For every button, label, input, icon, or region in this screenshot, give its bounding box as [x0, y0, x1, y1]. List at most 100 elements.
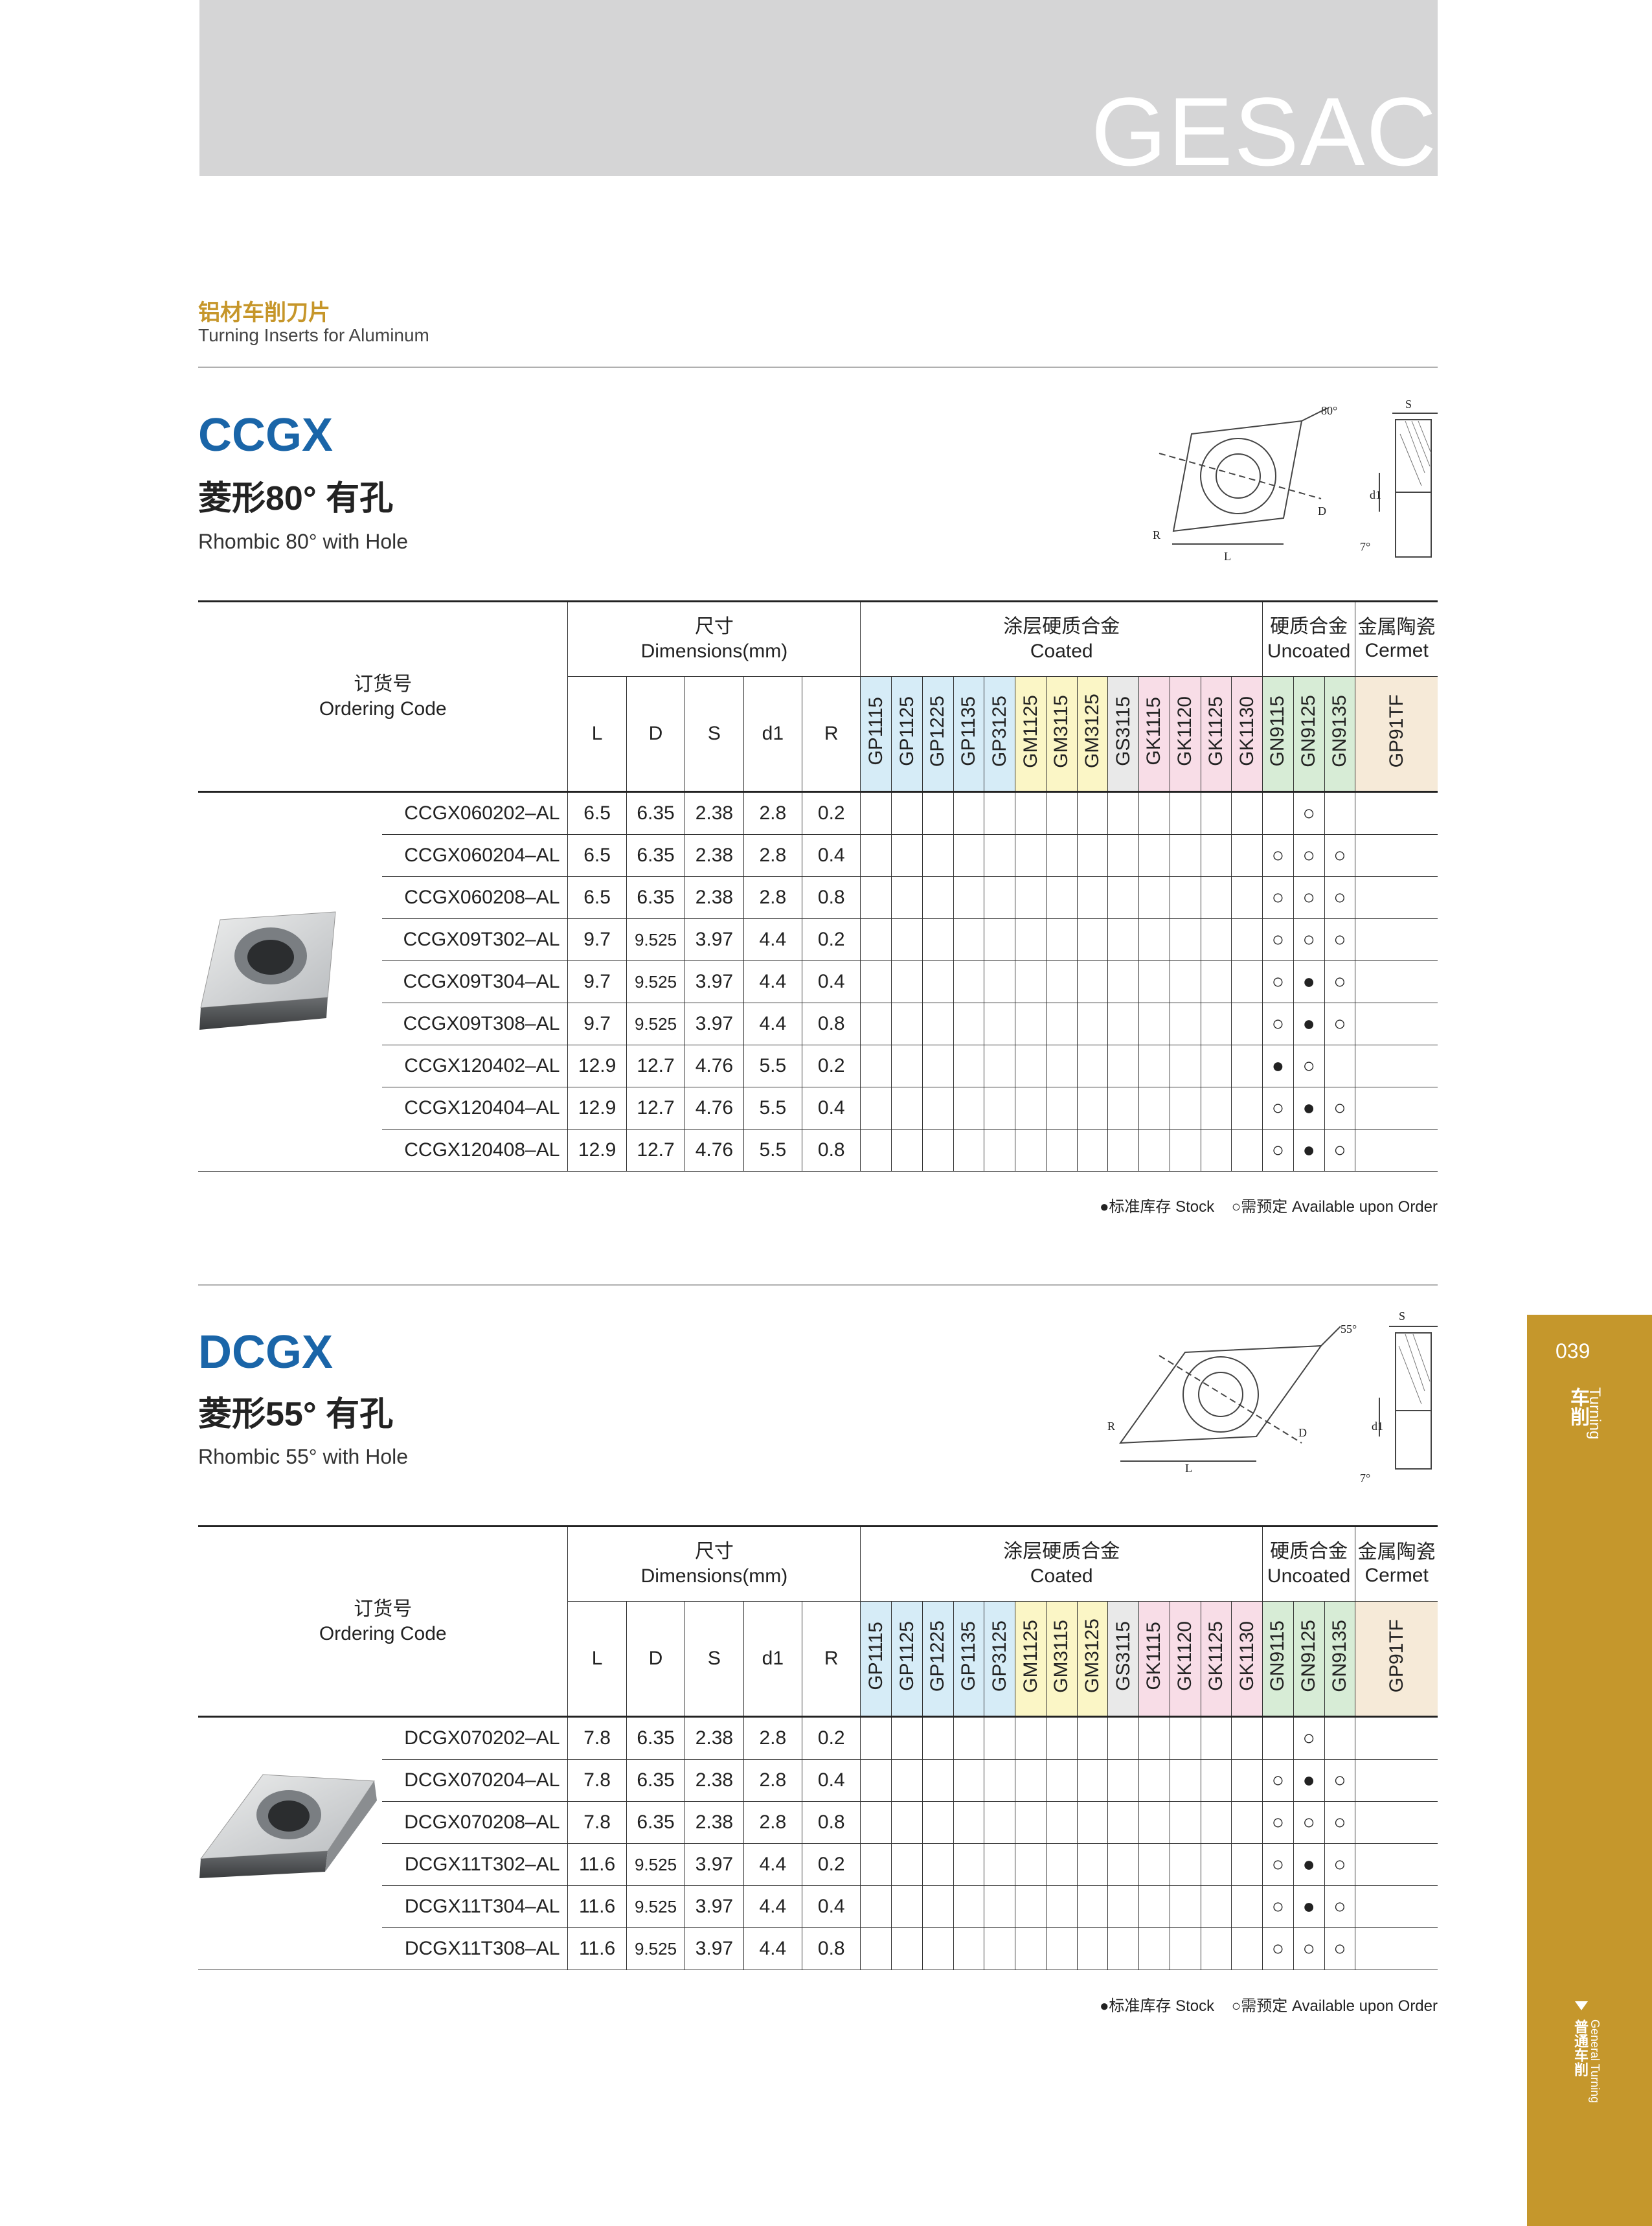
dim-cell-d: 6.35	[626, 791, 686, 835]
grade-cell	[1076, 1843, 1109, 1886]
grade-label: GN9125	[1298, 1620, 1320, 1692]
grade-header: GK1130	[1231, 676, 1263, 793]
dim-cell-d1: 4.4	[743, 1927, 803, 1970]
grade-cell	[1015, 1129, 1047, 1172]
grade-cell	[1107, 1087, 1140, 1130]
ordering-code-en: Ordering Code	[319, 698, 447, 720]
dim-cell-r: 0.8	[802, 1927, 861, 1970]
grade-cell: ○	[1262, 1801, 1294, 1844]
availability-mark: ○	[1333, 1852, 1346, 1876]
grade-cell	[1138, 1927, 1170, 1970]
section-title-cn: 铝材车削刀片	[198, 301, 330, 325]
ordering-code-cell: CCGX060208–AL	[382, 876, 569, 919]
grade-cell	[891, 1843, 923, 1886]
ccgx-model: CCGX	[198, 409, 334, 461]
grade-cell: ○	[1293, 834, 1325, 877]
grade-cell	[1107, 1003, 1140, 1045]
grade-cell	[922, 791, 954, 835]
grade-cell	[1045, 918, 1078, 961]
grade-header: GK1115	[1138, 1601, 1170, 1718]
cermet-header: 金属陶瓷 Cermet	[1355, 1525, 1438, 1602]
grade-cell	[984, 1885, 1016, 1928]
dim-cell-r: 0.2	[802, 918, 861, 961]
legend-order: ○需预定 Available upon Order	[1231, 1997, 1438, 2015]
grade-header: GN9135	[1324, 1601, 1356, 1718]
grade-cell	[860, 1801, 892, 1844]
grade-cell: ○	[1324, 1927, 1356, 1970]
grade-cell: ○	[1324, 1801, 1356, 1844]
dcgx-insert-image	[199, 1774, 377, 1878]
availability-mark: ○	[1302, 1810, 1315, 1834]
dim-cell-r: 0.4	[802, 960, 861, 1003]
grade-cell	[1262, 1716, 1294, 1760]
grade-cell	[1076, 1087, 1109, 1130]
grade-cell	[953, 1801, 985, 1844]
grade-cell	[1200, 1759, 1232, 1802]
grade-cell	[1076, 1801, 1109, 1844]
grade-cell: ○	[1324, 1087, 1356, 1130]
grade-cell	[1015, 918, 1047, 961]
grade-cell	[1355, 960, 1438, 1003]
grade-header: GP91TF	[1355, 1601, 1438, 1718]
dim-cell-d1: 2.8	[743, 791, 803, 835]
grade-cell	[1015, 1087, 1047, 1130]
grade-cell	[953, 1087, 985, 1130]
grade-cell	[1076, 1716, 1109, 1760]
grade-cell: ●	[1293, 1759, 1325, 1802]
grade-cell: ○	[1324, 918, 1356, 961]
dim-cell-r: 0.4	[802, 834, 861, 877]
grade-cell	[984, 1045, 1016, 1087]
grade-label: GM1125	[1019, 694, 1041, 768]
ccgx-l-label: L	[1224, 550, 1231, 563]
cermet-cn: 金属陶瓷	[1357, 617, 1436, 638]
grade-label: GN9115	[1267, 1620, 1289, 1692]
grade-cell	[984, 1129, 1016, 1172]
grade-cell	[922, 1801, 954, 1844]
grade-cell	[1200, 834, 1232, 877]
grade-cell	[1231, 918, 1263, 961]
dim-cell-l: 12.9	[567, 1087, 627, 1130]
grade-cell	[922, 876, 954, 919]
cermet-cn: 金属陶瓷	[1357, 1541, 1436, 1563]
availability-mark: ○	[1302, 1725, 1315, 1749]
grade-header: GN9115	[1262, 1601, 1294, 1718]
ordering-code-cell: CCGX060202–AL	[382, 791, 569, 835]
dim-cell-d: 9.525	[626, 1885, 686, 1928]
grade-cell	[922, 1129, 954, 1172]
grade-cell	[891, 1801, 923, 1844]
grade-cell	[1138, 1801, 1170, 1844]
grade-cell: ○	[1262, 1759, 1294, 1802]
grade-cell	[860, 1045, 892, 1087]
grade-cell	[1200, 960, 1232, 1003]
ordering-code-cell: CCGX120404–AL	[382, 1087, 569, 1130]
grade-cell	[1231, 1927, 1263, 1970]
grade-cell	[1076, 1045, 1109, 1087]
uncoated-en: Uncoated	[1267, 1565, 1351, 1587]
grade-cell	[1231, 1045, 1263, 1087]
availability-mark: ○	[1333, 1894, 1346, 1918]
grade-cell	[860, 834, 892, 877]
grade-cell	[1200, 918, 1232, 961]
grade-cell	[1107, 1801, 1140, 1844]
grade-cell	[1169, 960, 1201, 1003]
dim-cell-d1: 2.8	[743, 1801, 803, 1844]
dim-cell-d1: 2.8	[743, 834, 803, 877]
grade-cell	[1045, 1843, 1078, 1886]
grade-cell	[953, 1045, 985, 1087]
availability-mark: ○	[1333, 843, 1346, 867]
grade-cell	[1200, 1927, 1232, 1970]
grade-cell	[1045, 1087, 1078, 1130]
dim-col-d1: d1	[743, 676, 803, 793]
dim-cell-d: 9.525	[626, 960, 686, 1003]
grade-cell	[1169, 876, 1201, 919]
grade-header: GP1115	[860, 1601, 892, 1718]
grade-cell	[1200, 1716, 1232, 1760]
grade-cell	[953, 1843, 985, 1886]
grade-header: GK1125	[1200, 676, 1232, 793]
grade-cell	[953, 1129, 985, 1172]
dim-cell-s: 3.97	[685, 918, 744, 961]
ordering-code-cell: DCGX11T304–AL	[382, 1885, 569, 1928]
